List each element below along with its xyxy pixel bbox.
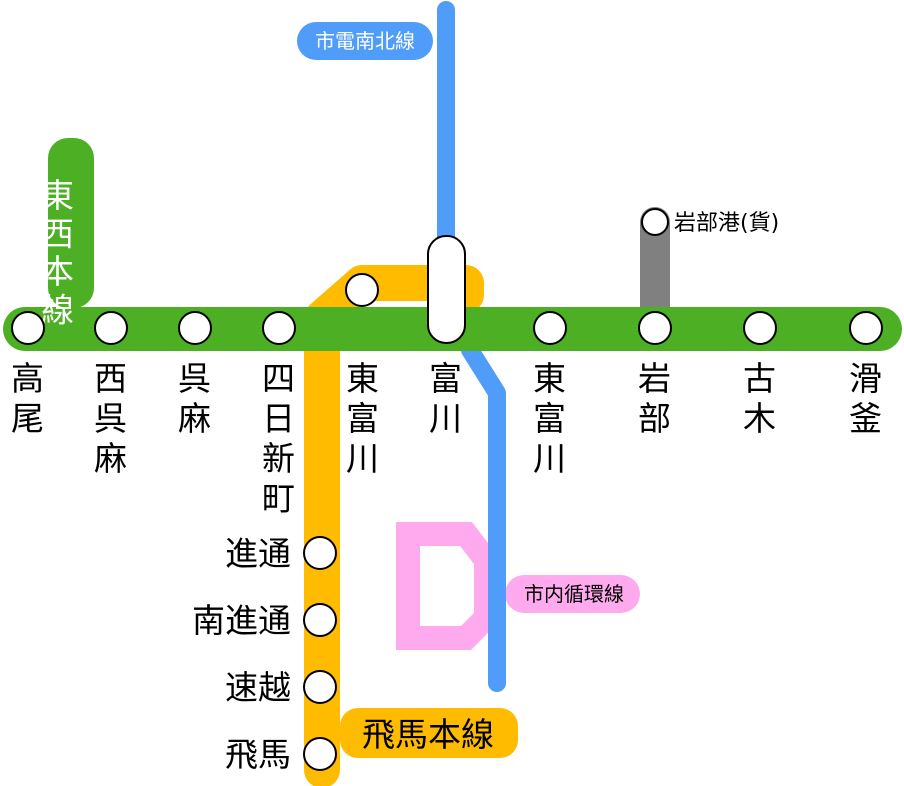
nanboku-line-label-bg <box>297 22 433 60</box>
yokkaichi-char-2: 日 <box>262 399 295 438</box>
station-name-minami-shindori: 南進通 <box>192 601 291 640</box>
station-hayagoe[interactable] <box>303 670 337 704</box>
station-name-hayagoe: 速越 <box>225 668 291 707</box>
station-name-iwabe: 岩 部 <box>638 359 682 438</box>
yokkaichi-char-3: 新 <box>262 439 295 478</box>
higashitomikawa-char-2: 富 <box>533 399 566 438</box>
station-minami-shindori[interactable] <box>303 603 337 637</box>
nishikureasa-char-3: 麻 <box>94 439 127 478</box>
loop-line-label: 市内循環線 <box>524 582 624 606</box>
higashitomikawa-char-1: 東 <box>533 359 566 398</box>
kureasa-char-1: 呉 <box>178 359 211 398</box>
station-iwabe[interactable] <box>638 311 672 345</box>
iwabe-char-2: 部 <box>638 399 671 438</box>
hida-line-label: 飛馬本線 <box>362 715 494 754</box>
station-namekama[interactable] <box>849 311 883 345</box>
tozai-label-char-2: 西 <box>36 216 75 249</box>
station-name-tomikawa: 富 川 <box>429 359 473 438</box>
station-name-shindori: 進通 <box>225 534 291 573</box>
station-name-yokkaichi-shinmachi: 四 日 新 町 <box>262 359 306 518</box>
station-tomikawa[interactable] <box>427 235 466 344</box>
higashitomikawa-hida-char-3: 川 <box>346 439 379 478</box>
furuki-char-1: 古 <box>743 359 776 398</box>
station-name-higashitomikawa: 東 富 川 <box>533 359 577 478</box>
station-name-namekama: 滑 釜 <box>849 359 893 438</box>
station-name-iwabe-port: 岩部港(貨) <box>674 211 779 236</box>
station-shindori[interactable] <box>303 536 337 570</box>
iwabe-char-1: 岩 <box>638 359 671 398</box>
station-name-higashitomikawa-hida: 東 富 川 <box>346 359 390 478</box>
loop-line-label-bg <box>505 575 640 613</box>
tozai-label-char-3: 本 <box>36 254 75 287</box>
tozai-line-label-bg <box>48 138 94 308</box>
tozai-line-label: 東 西 本 線 <box>36 178 75 325</box>
station-hima[interactable] <box>303 737 337 771</box>
yokkaichi-char-1: 四 <box>262 359 295 398</box>
station-name-nishikureasa: 西 呉 麻 <box>94 359 138 478</box>
station-takao[interactable] <box>11 311 45 345</box>
furuki-char-2: 木 <box>743 399 776 438</box>
higashitomikawa-char-3: 川 <box>533 439 566 478</box>
nishikureasa-char-1: 西 <box>94 359 127 398</box>
takao-char-1: 高 <box>11 359 44 398</box>
station-name-hima: 飛馬 <box>225 735 291 774</box>
tozai-label-char-1: 東 <box>36 178 75 211</box>
tomikawa-char-2: 川 <box>429 399 462 438</box>
station-higashitomikawa[interactable] <box>533 311 567 345</box>
station-nishikureasa[interactable] <box>94 311 128 345</box>
namekama-char-1: 滑 <box>849 359 882 398</box>
station-higashitomikawa-hida[interactable] <box>345 273 379 307</box>
station-name-takao: 高 尾 <box>11 359 55 438</box>
tomikawa-char-1: 富 <box>429 359 462 398</box>
yokkaichi-char-4: 町 <box>262 479 295 518</box>
higashitomikawa-hida-char-2: 富 <box>346 399 379 438</box>
nanboku-line-track <box>437 1 506 692</box>
nishikureasa-char-2: 呉 <box>94 399 127 438</box>
namekama-char-2: 釜 <box>849 399 882 438</box>
hida-line-label-bg <box>340 708 518 758</box>
station-name-furuki: 古 木 <box>743 359 787 438</box>
station-furuki[interactable] <box>743 311 777 345</box>
loop-line-track <box>396 522 498 650</box>
station-name-kureasa: 呉 麻 <box>178 359 222 438</box>
higashitomikawa-hida-char-1: 東 <box>346 359 379 398</box>
nanboku-line-label: 市電南北線 <box>315 29 415 53</box>
takao-char-2: 尾 <box>11 399 44 438</box>
kureasa-char-2: 麻 <box>178 399 211 438</box>
station-iwabe-port[interactable] <box>641 208 669 236</box>
station-kureasa[interactable] <box>178 311 212 345</box>
station-yokkaichi-shinmachi[interactable] <box>262 311 296 345</box>
